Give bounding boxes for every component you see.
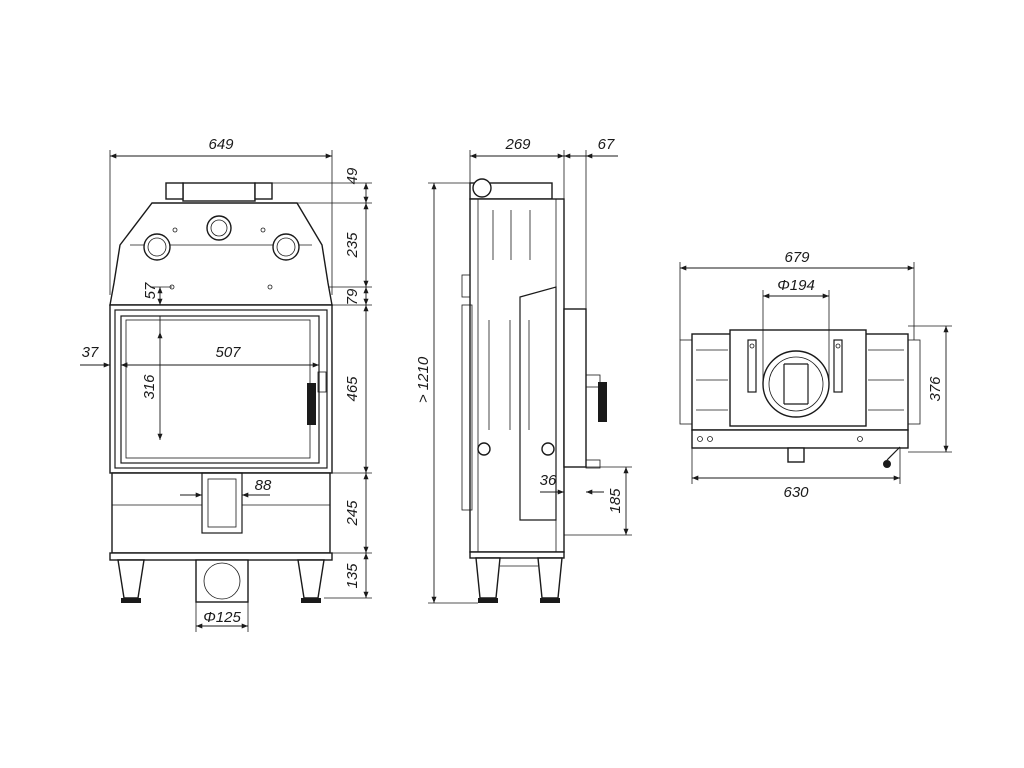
- front-door-height-label: 465: [344, 376, 361, 402]
- front-gap-label: 79: [344, 288, 361, 305]
- top-slot-left: [747, 339, 757, 393]
- top-base-plate: [691, 429, 909, 449]
- side-handle-depth-label: 67: [598, 136, 615, 153]
- front-door-handle: [307, 383, 316, 425]
- front-collar-label: 49: [344, 167, 361, 184]
- front-glass: [120, 315, 320, 464]
- top-depth-label: 376: [927, 376, 944, 402]
- top-lever-knob: [883, 460, 891, 468]
- front-bottom-duct: [195, 559, 249, 603]
- front-top-bracket-left: [165, 182, 184, 200]
- side-dimensions: 269 67 > 1210 36 185: [415, 136, 632, 604]
- front-inlet-diameter-label: Φ125: [203, 609, 241, 626]
- front-air-inlet: [201, 472, 243, 534]
- side-handle-height-label: 185: [607, 488, 624, 514]
- top-bottom-tab: [787, 447, 805, 463]
- top-outlet: [762, 350, 830, 418]
- front-glass-left-label: 37: [82, 344, 99, 361]
- front-door-frame: [109, 304, 333, 474]
- front-glass-top-label: 57: [142, 282, 159, 299]
- front-lower-label: 245: [344, 500, 361, 527]
- top-view: [679, 329, 921, 468]
- front-glass-height-label: 316: [141, 374, 158, 400]
- side-depth-label: 269: [504, 136, 531, 153]
- side-height-label: > 1210: [415, 356, 432, 403]
- front-inlet-width-label: 88: [255, 477, 272, 494]
- side-top-knob: [472, 178, 492, 198]
- top-width-label: 679: [784, 249, 810, 266]
- side-door-handle: [598, 382, 607, 422]
- side-leg-left: [475, 557, 501, 599]
- top-outlet-diameter-label: Φ194: [777, 277, 815, 294]
- front-leg-left: [117, 559, 145, 599]
- top-dimensions: 679 Φ194 376 630: [679, 249, 952, 501]
- front-lower-body: [111, 472, 331, 554]
- front-glass-width-label: 507: [215, 344, 241, 361]
- front-outlet-center: [206, 215, 232, 241]
- front-top-collar: [182, 182, 256, 202]
- side-handle-offset-label: 36: [540, 472, 557, 489]
- front-top-bracket-right: [254, 182, 273, 200]
- front-legs-label: 135: [344, 563, 361, 589]
- top-base-width-label: 630: [783, 484, 809, 501]
- side-leg-right: [537, 557, 563, 599]
- front-dimensions: 649 49 235 79 465 245 135 57 37 507: [80, 136, 372, 632]
- side-main-body: [469, 198, 565, 553]
- top-slot-right: [833, 339, 843, 393]
- side-door: [563, 308, 587, 468]
- front-upper-label: 235: [344, 232, 361, 259]
- side-view: [461, 178, 607, 603]
- front-width-label: 649: [208, 136, 234, 153]
- side-panel: [519, 286, 557, 521]
- front-leg-right: [297, 559, 325, 599]
